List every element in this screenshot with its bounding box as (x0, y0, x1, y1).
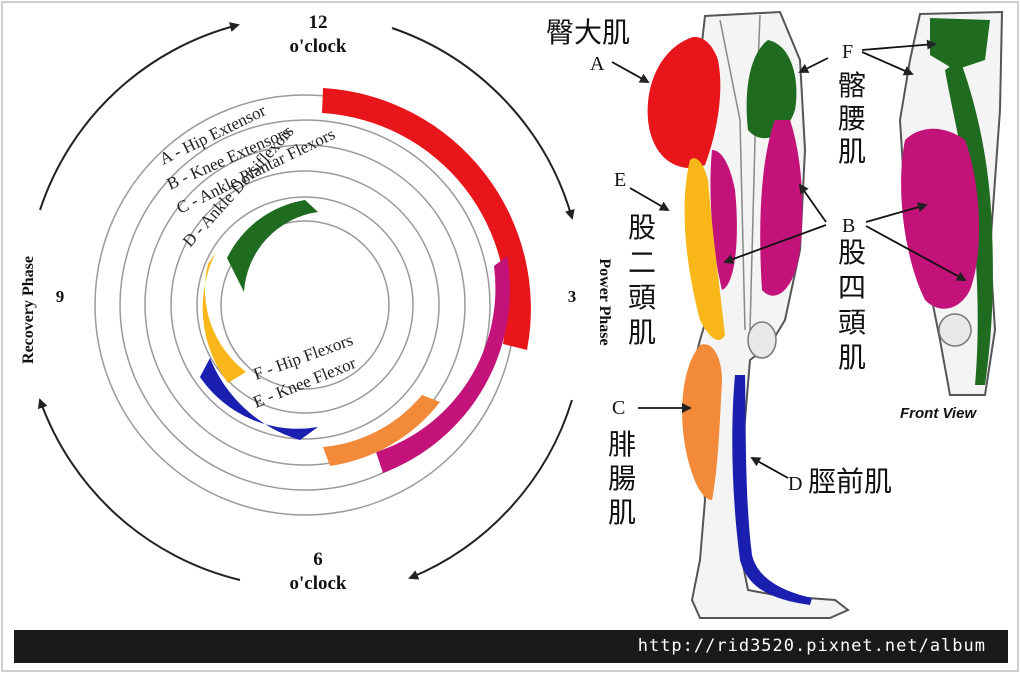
leader-e (629, 187, 670, 212)
arrow-12-to-3 (391, 27, 575, 220)
label-e: E (614, 169, 626, 191)
iliopsoas-side (746, 40, 797, 139)
clock-3-number: 3 (568, 287, 577, 306)
activation-arcs (200, 88, 531, 473)
arrow-6-to-9 (37, 398, 241, 581)
label-quad-cn-4: 肌 (838, 343, 866, 374)
hamstring (684, 158, 725, 340)
iliopsoas-front (930, 18, 990, 70)
arc-ankle-plantar-flexors (323, 395, 440, 466)
quadriceps-front (901, 128, 980, 309)
leader-f-front-1 (861, 39, 937, 51)
arc-knee-flexor (200, 358, 318, 440)
arc-hip-flexors (202, 252, 246, 383)
leader-b-1 (798, 183, 827, 223)
leader-arrows (611, 39, 967, 479)
leg-front-view (898, 10, 1004, 396)
label-hamstring-cn-4: 肌 (628, 318, 656, 349)
label-iliopsoas-cn-2: 腰 (838, 104, 866, 135)
leg-side-view (647, 10, 850, 619)
tibialis-anterior (732, 375, 812, 605)
arc-hip-extensor (322, 88, 531, 350)
watermark-url: http://rid3520.pixnet.net/album (637, 636, 986, 656)
ring-c (144, 144, 466, 466)
ring-f (220, 220, 390, 390)
ring-b (119, 119, 491, 491)
gluteus-maximus (647, 36, 721, 168)
clock-12-number: 12 (309, 12, 328, 33)
cycle-arrows (37, 22, 575, 581)
leader-b-2 (723, 224, 827, 264)
power-phase-label: Power Phase (596, 258, 613, 345)
sartorius-front (945, 60, 993, 385)
label-hamstring-cn-2: 二 (628, 248, 656, 279)
label-iliopsoas-cn-1: 髂 (838, 70, 866, 102)
clock-6-number: 6 (313, 549, 323, 570)
label-calf-cn-3: 肌 (608, 498, 636, 529)
label-quad-cn-1: 股 (838, 238, 866, 269)
label-calf-cn-2: 腸 (608, 464, 636, 495)
leg-contour-1 (719, 19, 746, 331)
recovery-phase-label: Recovery Phase (20, 256, 37, 364)
label-tibialis-cn: 脛前肌 (808, 466, 892, 498)
label-hamstring-cn-1: 股 (628, 213, 656, 244)
ring-d (170, 170, 440, 440)
leader-b-3 (865, 202, 928, 223)
ring-e (196, 196, 414, 414)
arrow-9-to-12 (39, 22, 240, 211)
clock-12-word: o'clock (290, 36, 347, 57)
label-iliopsoas-cn-3: 肌 (838, 137, 866, 168)
label-front-view: Front View (900, 405, 977, 422)
label-calf-cn-1: 腓 (608, 430, 636, 461)
guide-rings (94, 94, 516, 516)
clock-9-number: 9 (56, 287, 65, 306)
label-gluteus-cn: 臀大肌 (546, 17, 630, 49)
watermark-url-bar: http://rid3520.pixnet.net/album (14, 630, 1008, 663)
leader-f-front-2 (861, 51, 914, 76)
label-a: A (590, 53, 605, 75)
label-hamstring-cn-3: 頭 (628, 283, 656, 314)
clock-6-word: o'clock (290, 573, 347, 594)
label-quad-cn-3: 頭 (838, 308, 866, 339)
gastrocnemius (682, 344, 722, 500)
kneecap (747, 321, 777, 359)
front-kneecap (938, 313, 972, 347)
label-f: F (842, 41, 853, 63)
arc-knee-extensors (376, 256, 510, 473)
arrow-3-to-6 (408, 399, 573, 580)
leader-d (750, 457, 789, 479)
label-b: B (842, 215, 855, 237)
label-d: D (788, 473, 802, 495)
label-c: C (612, 397, 625, 419)
leader-f-side (798, 57, 829, 73)
quadriceps-side (760, 120, 803, 296)
arc-ankle-dorsiflexors (227, 200, 318, 292)
leader-a (611, 61, 650, 83)
label-quad-cn-2: 四 (838, 273, 866, 304)
leader-b-4 (865, 225, 967, 281)
